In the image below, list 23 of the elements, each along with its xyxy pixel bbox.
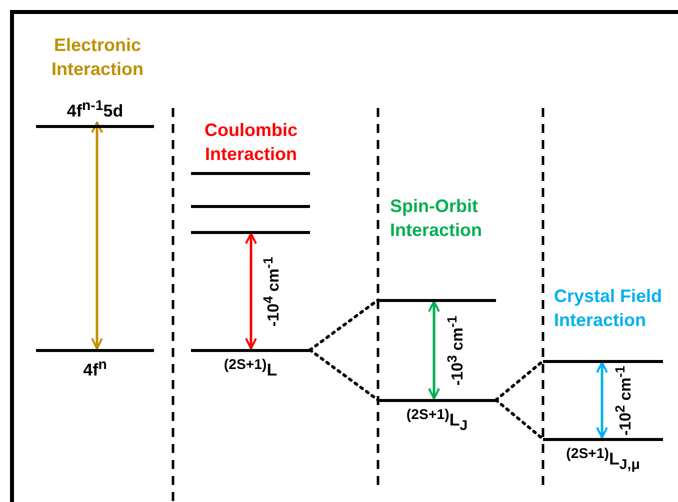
level-label: 4f$^{n-1}$5d <box>66 96 124 122</box>
level-label: $^{(2S+1)}$L <box>222 356 278 380</box>
double-arrow <box>245 232 257 350</box>
dotted-line <box>494 360 544 402</box>
dotted-line <box>494 398 544 440</box>
level-line <box>191 172 310 174</box>
level-line <box>191 230 310 234</box>
double-arrow <box>428 300 440 400</box>
level-line <box>543 360 663 362</box>
level-label: $^{(2S+1)}$L$_{J}$ <box>405 406 469 436</box>
dotted-line <box>308 348 380 402</box>
level-label: $^{(2S+1)}$L$_{J,μ}$ <box>565 444 641 475</box>
level-line <box>378 298 496 302</box>
double-arrow <box>596 362 608 438</box>
dotted-line <box>308 298 380 352</box>
level-label: 4f$^{n}$ <box>82 356 108 380</box>
section-heading: Spin-Orbit Interaction <box>390 195 484 242</box>
level-line <box>191 204 310 208</box>
section-heading: Electronic Interaction <box>50 34 144 81</box>
double-arrow <box>91 122 103 350</box>
section-heading: Coulombic Interaction <box>204 119 298 166</box>
energy-level <box>543 438 663 475</box>
section-heading: Crystal Field Interaction <box>554 285 664 332</box>
